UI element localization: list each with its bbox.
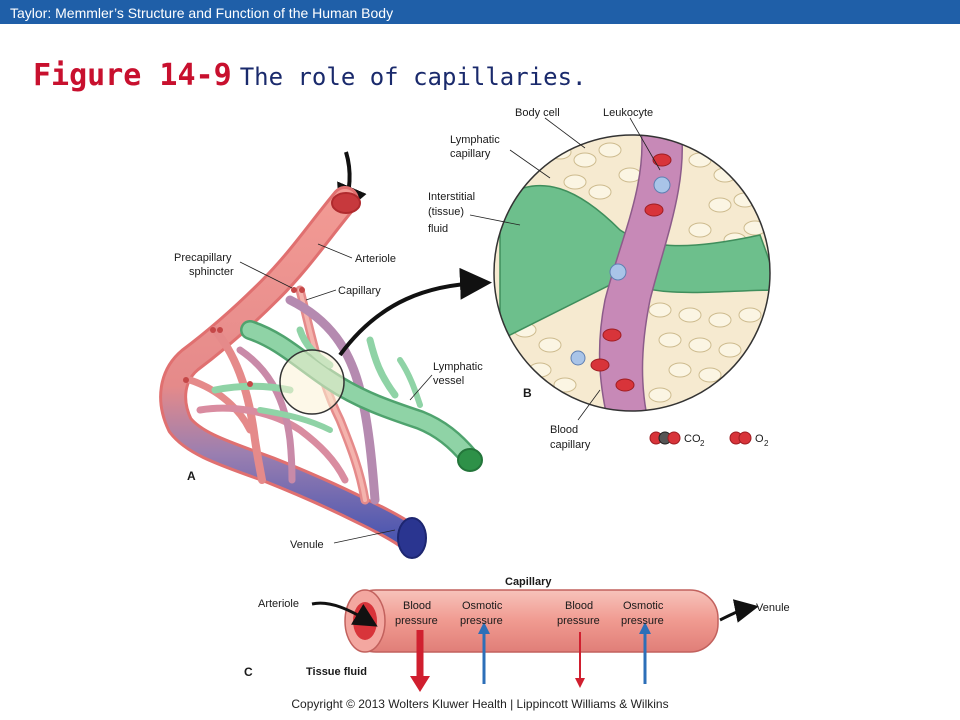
label-op1-2: pressure [460,615,503,627]
inflow-arrow-c [311,601,378,627]
label-arteriole: Arteriole [355,253,396,265]
label-capillary: Capillary [338,285,381,297]
label-bp2-2: pressure [557,615,600,627]
label-leukocyte: Leukocyte [603,107,653,119]
label-c-arteriole: Arteriole [258,598,299,610]
tissue-circle-border [493,134,771,412]
panel-b-leaders [469,117,661,421]
header-bar: Taylor: Memmler’s Structure and Function… [0,0,960,24]
lymph-opening [457,448,483,472]
label-precapillary-1: Precapillary [174,252,232,264]
label-blood-capillary-2: capillary [550,439,591,451]
leukocytes [570,176,671,366]
capillary-network [186,285,380,505]
blood-capillary [598,135,684,411]
venule-opening [397,517,427,559]
lymphatic-vessel [211,320,480,468]
magnify-circle [279,349,345,415]
label-interstitial-3: fluid [428,223,448,235]
copyright-footer: Copyright © 2013 Wolters Kluwer Health |… [291,697,669,711]
figure-number: Figure 14-9 [33,58,232,93]
label-bp1-1: Blood [403,600,431,612]
label-op2-2: pressure [621,615,664,627]
legend-o2: O 2 [729,431,769,448]
legend-co2-label: CO [684,433,701,445]
panel-a-letter: A [187,469,196,483]
legend-o2-sub: 2 [764,439,769,448]
sphincter-marks [183,287,305,387]
panel-b: Body cell Leukocyte Lymphatic capillary … [428,107,771,451]
capillary-inlet-inner [353,602,377,640]
panel-a-leaders [239,243,433,544]
panel-c-letter: C [244,665,253,679]
label-lymphatic-vessel-1: Lymphatic [433,361,483,373]
red-blood-cells [590,153,672,392]
label-interstitial-1: Interstitial [428,191,475,203]
arteriole-opening [331,192,361,214]
legend-o2-label: O [755,433,764,445]
label-tissue-fluid: Tissue fluid [306,666,367,678]
label-bp1-2: pressure [395,615,438,627]
label-c-venule: Venule [756,602,790,614]
label-lymphatic-capillary-1: Lymphatic [450,134,500,146]
label-body-cell: Body cell [515,107,560,119]
panel-a: Precapillary sphincter Arteriole Capilla… [159,151,492,559]
label-op2-1: Osmotic [623,600,664,612]
panel-b-letter: B [523,386,532,400]
label-lymphatic-capillary-2: capillary [450,148,491,160]
label-bp2-1: Blood [565,600,593,612]
panel-c: Capillary Arteriole Venule Tissue fluid … [244,576,790,692]
label-interstitial-2: (tissue) [428,206,464,218]
magnify-arrow [338,267,492,357]
book-title: Taylor: Memmler’s Structure and Function… [10,5,394,21]
label-c-capillary: Capillary [505,576,552,588]
label-venule: Venule [290,539,324,551]
legend-co2-sub: 2 [700,439,705,448]
label-op1-1: Osmotic [462,600,503,612]
label-blood-capillary-1: Blood [550,424,578,436]
label-lymphatic-vessel-2: vessel [433,375,464,387]
outflow-arrow-c [719,599,759,623]
body-cells [503,142,767,403]
label-precapillary-2: sphincter [189,266,234,278]
figure-caption: The role of capillaries. [239,63,587,91]
legend-co2: CO 2 [649,431,705,448]
